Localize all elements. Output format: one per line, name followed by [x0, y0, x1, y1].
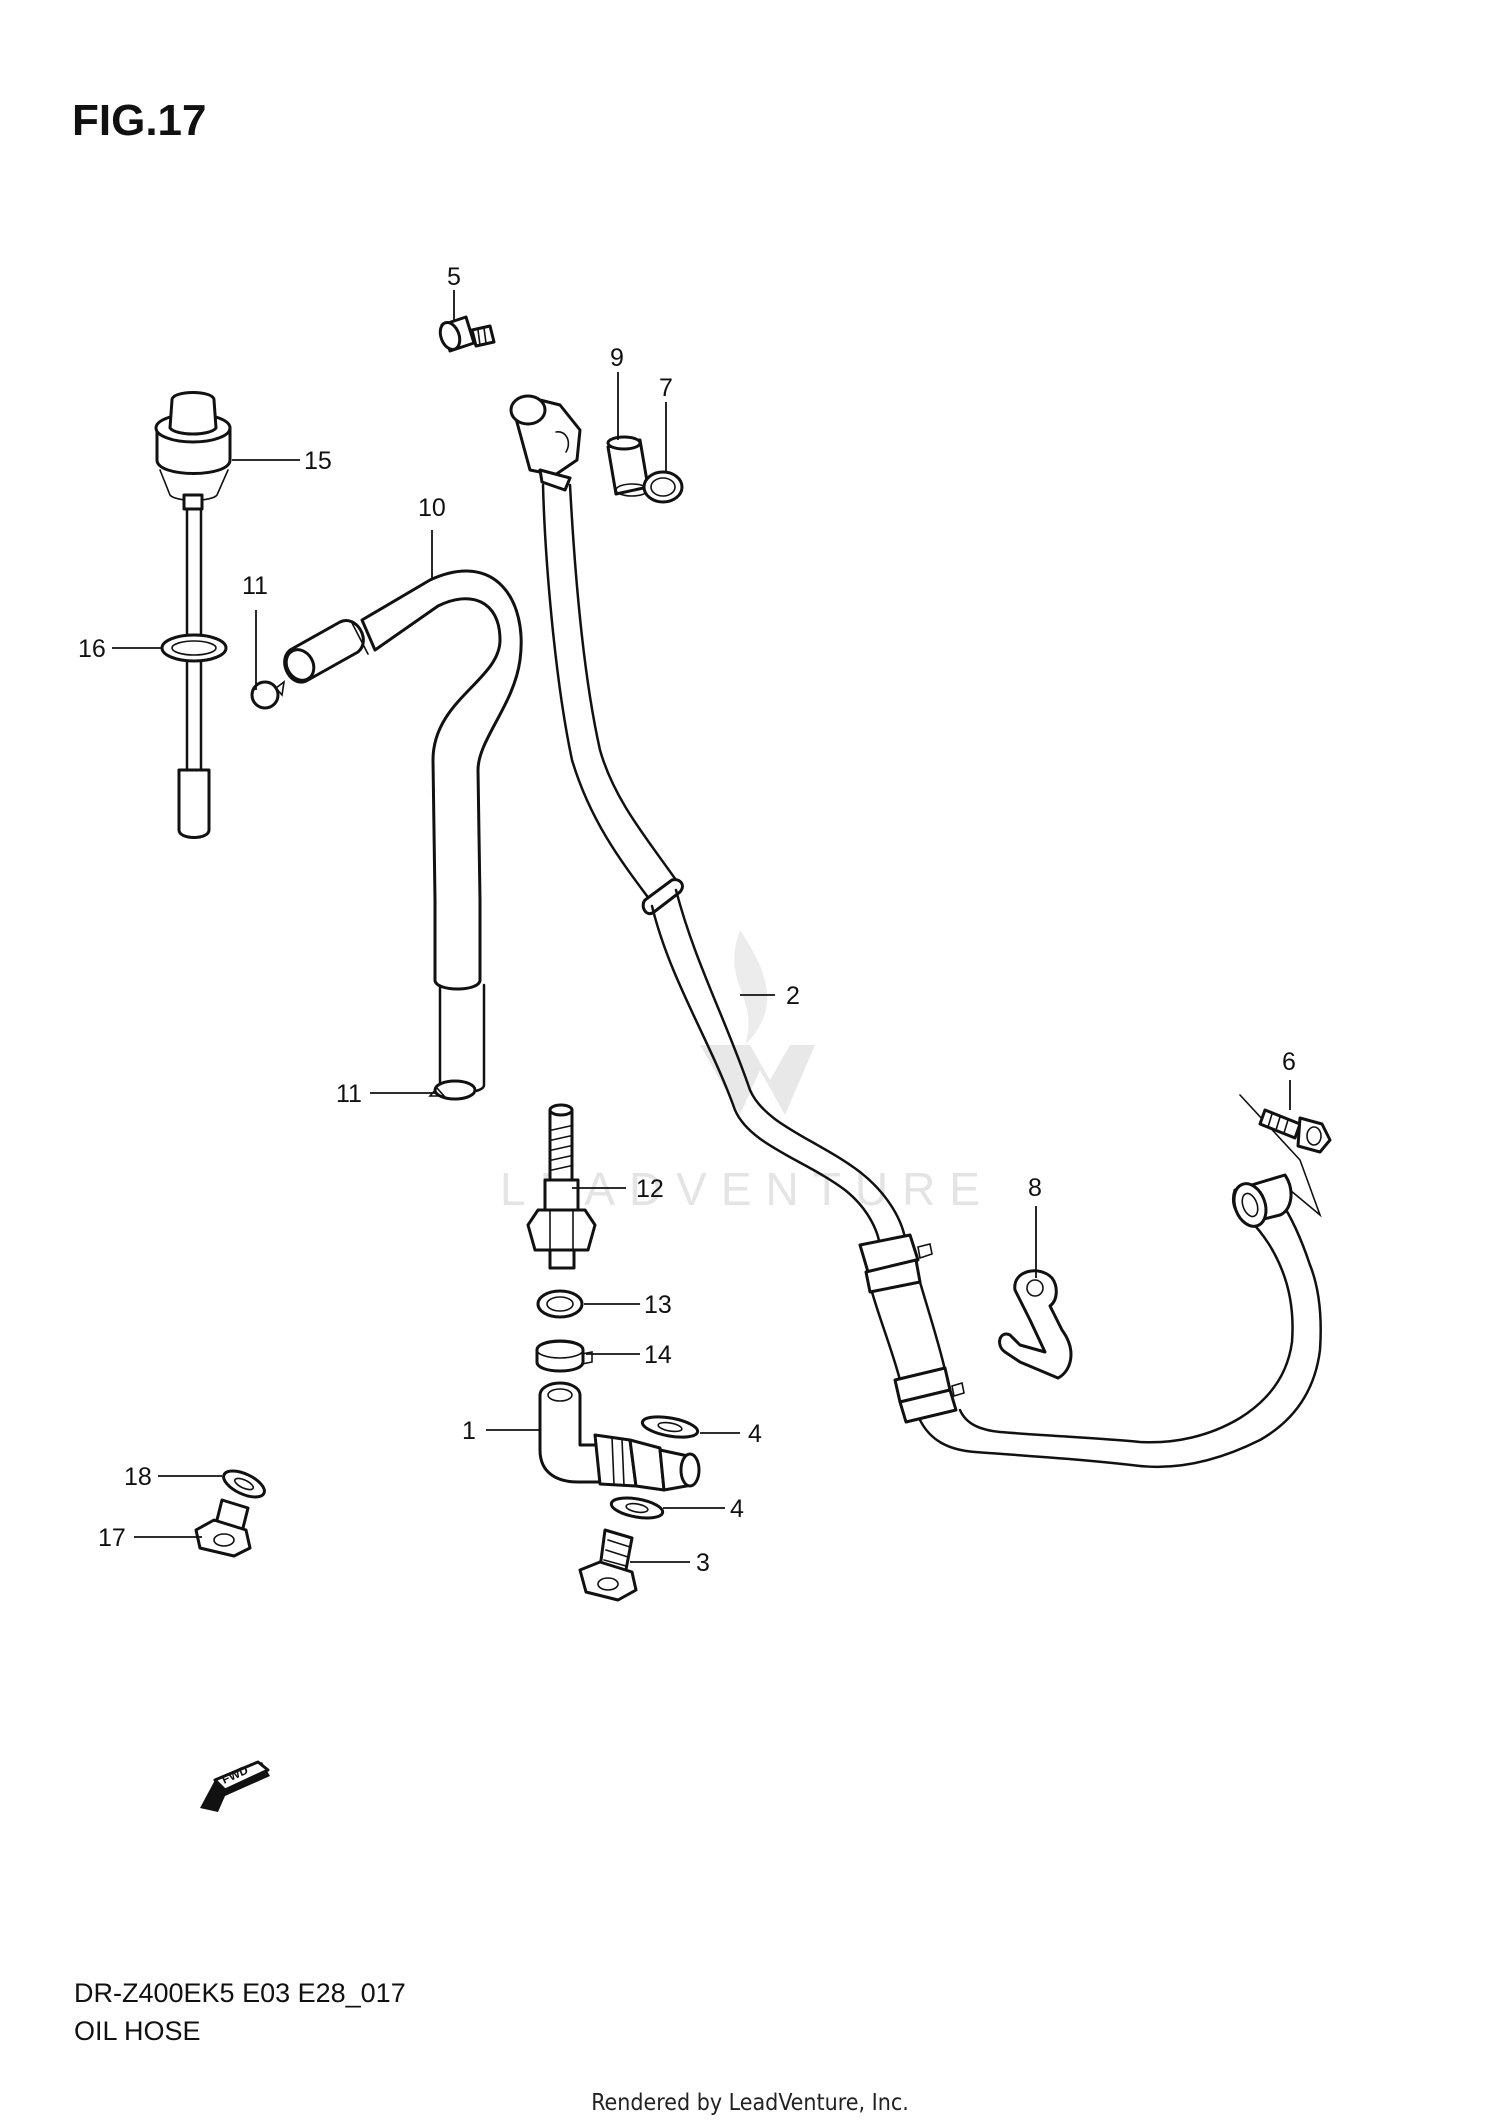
part-11-clamp-lower[interactable]: [428, 1079, 477, 1101]
callout-1: 1: [462, 1417, 476, 1445]
callout-5: 5: [447, 263, 461, 291]
callout-8: 8: [1028, 1174, 1042, 1202]
watermark: LEADVENTURE: [500, 930, 994, 1215]
watermark-flame-icon: [734, 930, 768, 1045]
leader-lines: [112, 290, 1291, 1563]
part-4-gasket-upper[interactable]: [640, 1413, 700, 1440]
callout-15: 15: [304, 447, 332, 475]
part-16-o-ring[interactable]: [160, 633, 228, 663]
callout-7: 7: [659, 374, 673, 402]
callout-2: 2: [786, 982, 800, 1010]
model-section-name: OIL HOSE: [74, 2016, 201, 2046]
callout-4-lower: 4: [730, 1495, 744, 1523]
callout-9: 9: [610, 344, 624, 372]
watermark-text: LEADVENTURE: [500, 1163, 994, 1215]
part-10-breather-hose[interactable]: [281, 569, 523, 1094]
part-8-hose-clamp-bracket[interactable]: [998, 1269, 1073, 1380]
callout-6: 6: [1282, 1048, 1296, 1076]
callout-12: 12: [636, 1175, 664, 1203]
part-7-o-ring[interactable]: [642, 470, 684, 504]
part-13-washer[interactable]: [536, 1289, 584, 1319]
footer-credit: Rendered by LeadVenture, Inc.: [591, 2090, 909, 2116]
figure-title: FIG.17: [72, 96, 207, 145]
part-18-gasket[interactable]: [220, 1466, 268, 1503]
part-14-hose-clamp[interactable]: [535, 1339, 593, 1373]
callout-3: 3: [696, 1549, 710, 1577]
callout-11-upper: 11: [242, 572, 268, 600]
callout-16: 16: [78, 635, 106, 663]
part-11-clamp-upper[interactable]: [250, 680, 286, 710]
part-3-union-bolt[interactable]: [578, 1528, 638, 1602]
callout-13: 13: [644, 1291, 672, 1319]
callout-18: 18: [124, 1463, 152, 1491]
part-9-collar[interactable]: [606, 435, 650, 497]
callout-14: 14: [644, 1341, 672, 1369]
part-17-drain-plug[interactable]: [194, 1498, 252, 1558]
callout-11-lower: 11: [336, 1080, 362, 1108]
part-5-union-bolt[interactable]: [437, 315, 496, 353]
part-1-union-hose[interactable]: [538, 1381, 701, 1492]
callout-4-upper: 4: [748, 1420, 762, 1448]
fwd-direction-marker: FWD: [200, 1760, 270, 1812]
part-12-fitting[interactable]: [526, 1103, 597, 1270]
callout-labels: 5 9 7 15 10 11 16 2 11 6 12 8 13 14 1 4 …: [78, 263, 1296, 1577]
part-4-gasket-lower[interactable]: [609, 1495, 665, 1522]
part-2-oil-hose[interactable]: [509, 394, 1322, 1469]
callout-10: 10: [418, 494, 446, 522]
watermark-logo-icon: [700, 1045, 815, 1115]
model-code: DR-Z400EK5 E03 E28_017: [74, 1978, 406, 2008]
part-15-oil-filler-cap[interactable]: [154, 391, 232, 839]
part-6-bolt[interactable]: [1258, 1108, 1332, 1154]
callout-17: 17: [98, 1524, 126, 1552]
